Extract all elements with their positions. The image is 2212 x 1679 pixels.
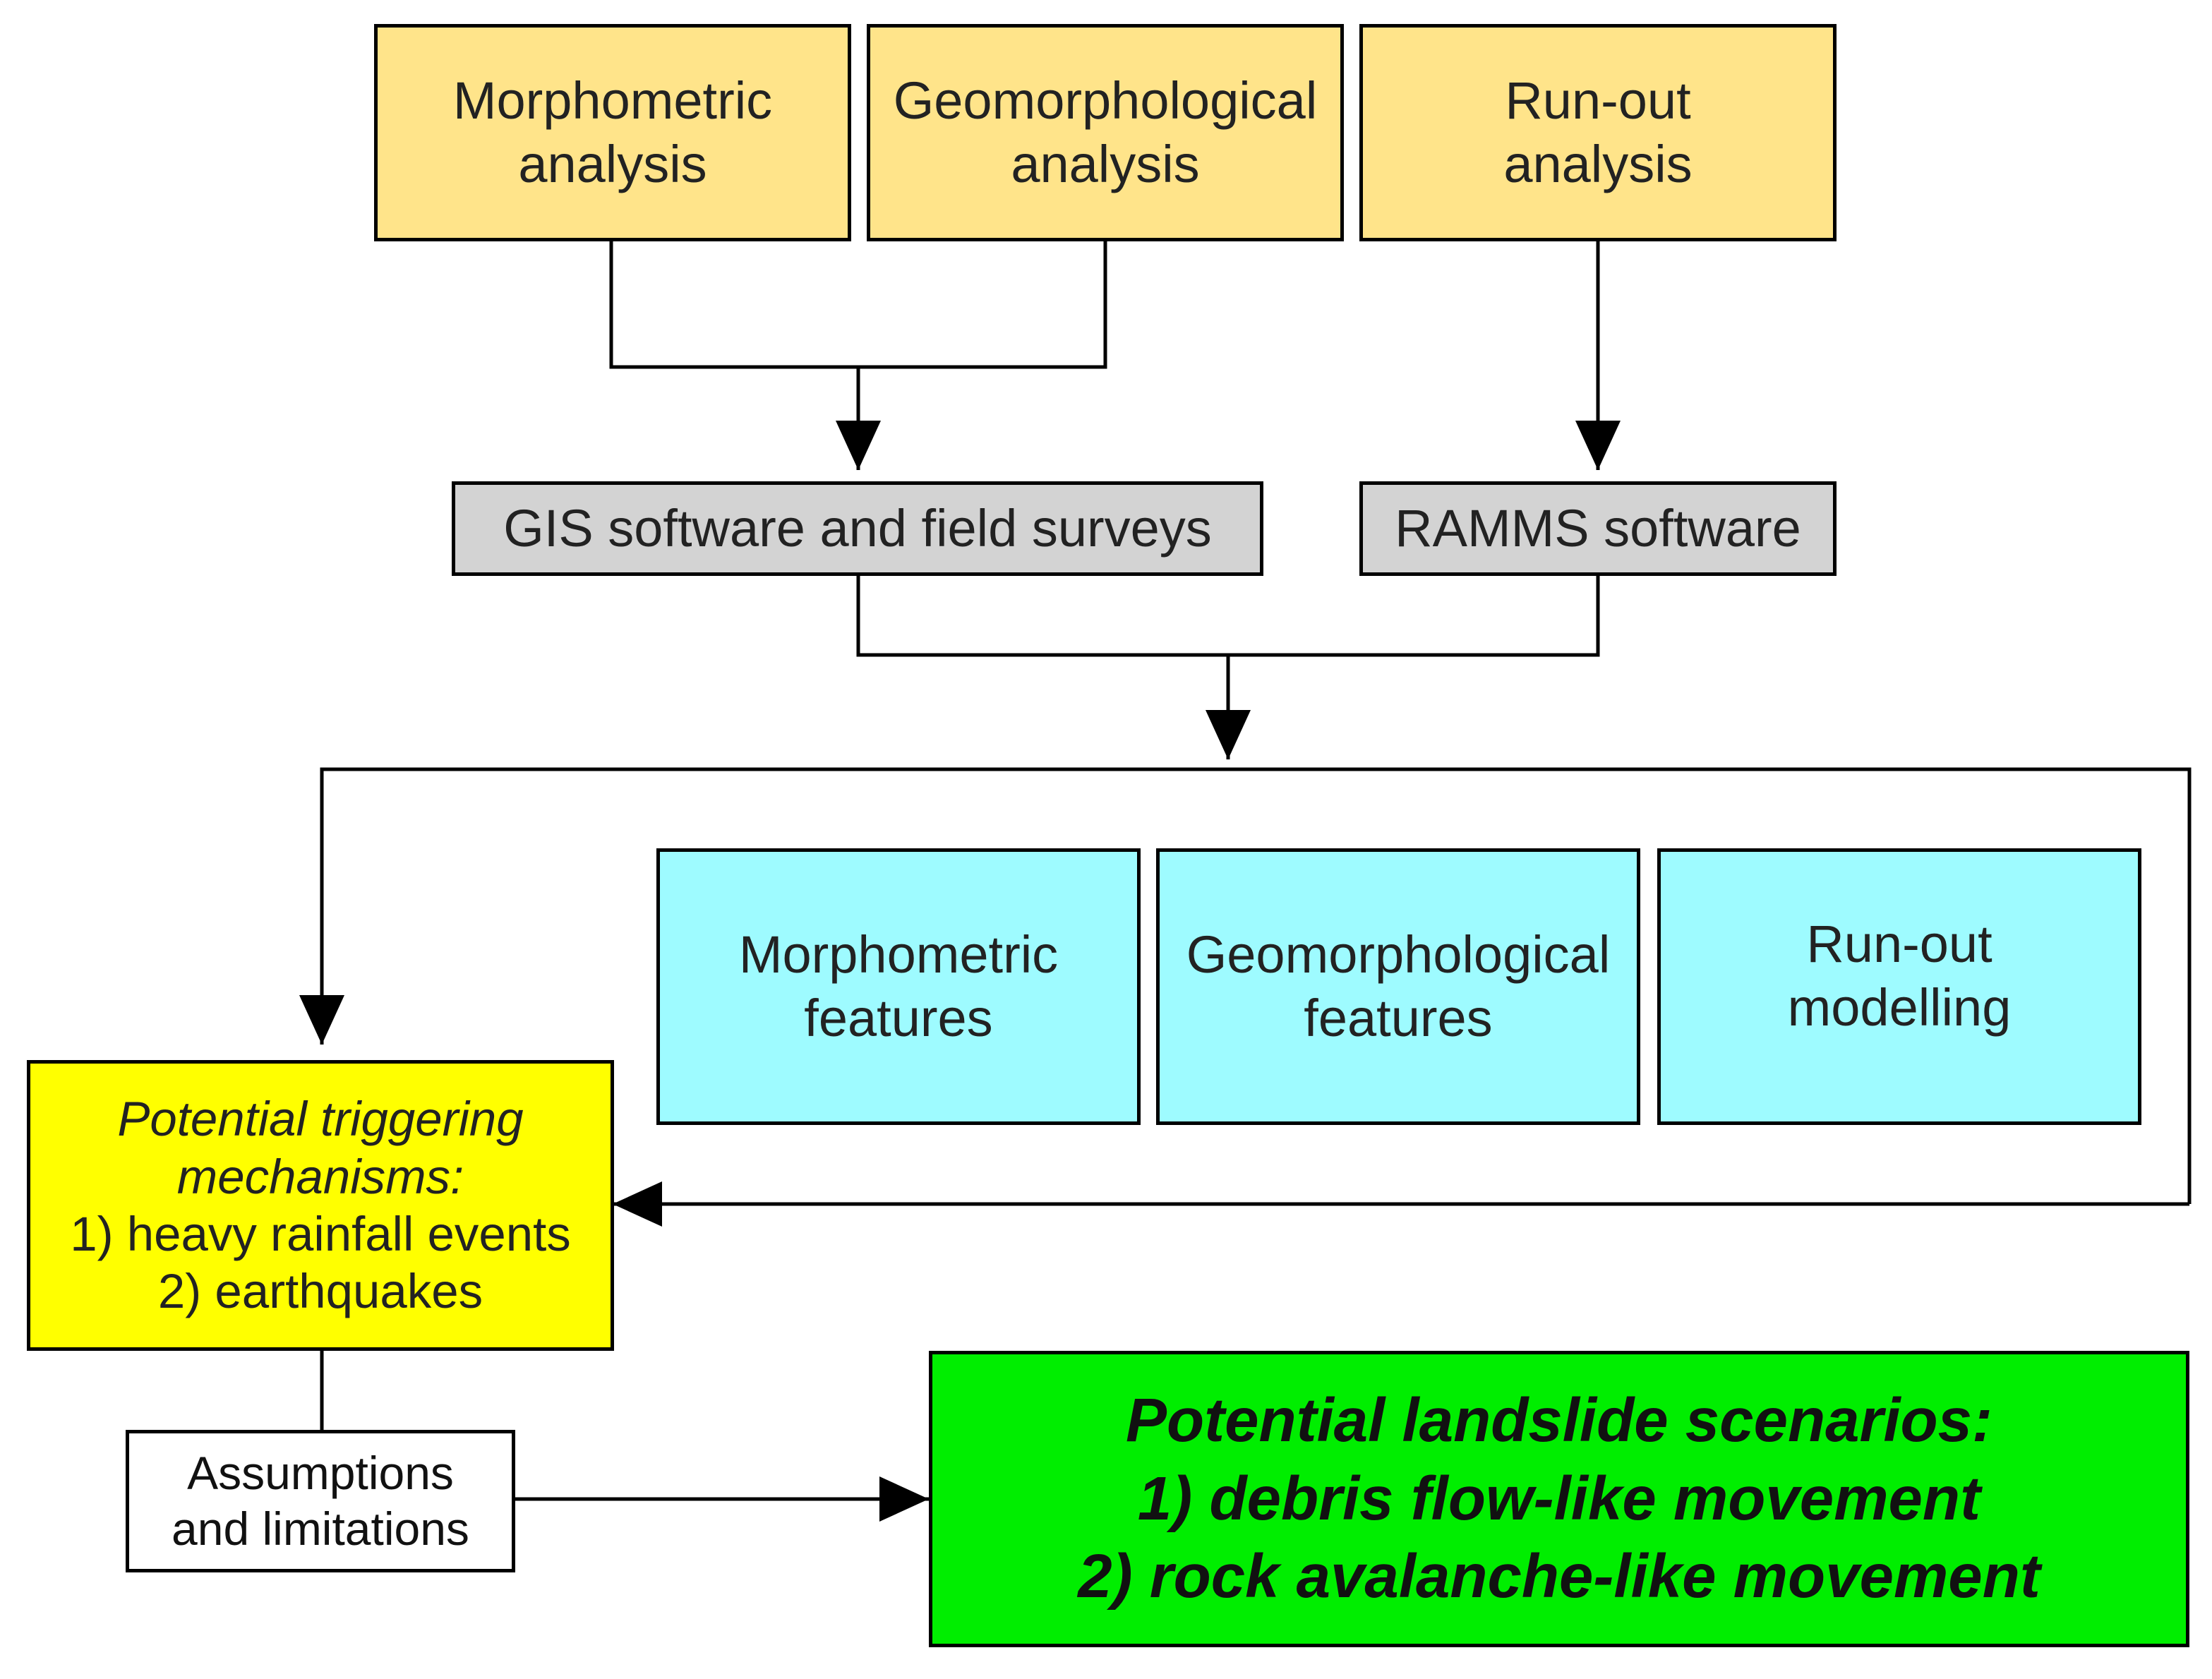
runout-analysis-line1: Run-out [1505, 71, 1691, 130]
features-frame [320, 767, 2192, 1204]
runout-analysis-line2: analysis [1503, 135, 1693, 193]
trigger-item-earthquakes: 2) earthquakes [157, 1264, 483, 1319]
geomorphological-analysis-line1: Geomorphological [893, 71, 1318, 130]
morphometric-features-line1: Morphometric [738, 925, 1059, 984]
morphometric-analysis-line2: analysis [518, 135, 707, 193]
connector-analysis-merge [609, 241, 1107, 369]
morphometric-analysis-line1: Morphometric [452, 71, 773, 130]
geomorphological-features-box: Geomorphological features [1156, 848, 1640, 1125]
ramms-software-label: RAMMS software [1395, 498, 1801, 558]
connector-tools-merge [856, 576, 1600, 657]
morphometric-features-box: Morphometric features [656, 848, 1141, 1125]
assumptions-line2: and limitations [172, 1503, 469, 1555]
landslide-scenarios-box: Potential landslide scenarios: 1) debris… [929, 1351, 2189, 1647]
gis-software-box: GIS software and field surveys [452, 481, 1263, 576]
assumptions-line1: Assumptions [187, 1446, 454, 1499]
triggering-mechanisms-box: Potential triggering mechanisms: 1) heav… [27, 1060, 614, 1351]
morphometric-features-line2: features [804, 989, 993, 1047]
runout-analysis-box: Run-out analysis [1359, 24, 1837, 241]
morphometric-analysis-box: Morphometric analysis [374, 24, 851, 241]
runout-modelling-line2: modelling [1787, 978, 2012, 1037]
geomorphological-features-line2: features [1304, 989, 1493, 1047]
geomorphological-analysis-box: Geomorphological analysis [867, 24, 1344, 241]
runout-modelling-line1: Run-out [1806, 914, 1992, 973]
scenarios-heading: Potential landslide scenarios: [1125, 1386, 1993, 1455]
trigger-item-rainfall: 1) heavy rainfall events [70, 1207, 571, 1261]
scenario-item-debris-flow: 1) debris flow-like movement [1137, 1464, 1981, 1533]
scenario-item-rock-avalanche: 2) rock avalanche-like movement [1078, 1542, 2040, 1611]
assumptions-limitations-box: Assumptions and limitations [126, 1430, 515, 1572]
ramms-software-box: RAMMS software [1359, 481, 1837, 576]
runout-modelling-box: Run-out modelling [1657, 848, 2141, 1125]
gis-software-label: GIS software and field surveys [503, 498, 1212, 558]
triggering-heading-line2: mechanisms: [176, 1149, 464, 1204]
triggering-heading-line1: Potential triggering [117, 1092, 524, 1147]
geomorphological-analysis-line2: analysis [1011, 135, 1200, 193]
geomorphological-features-line1: Geomorphological [1186, 925, 1611, 984]
